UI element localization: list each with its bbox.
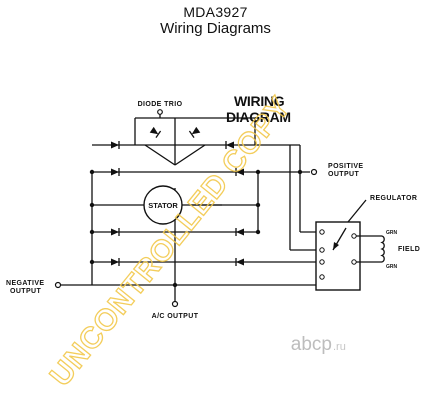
stator-label: STATOR: [148, 201, 178, 210]
uncontrolled-copy-watermark: UNCONTROLLED COPY: [44, 90, 297, 392]
grn-bottom-label: GRN: [386, 264, 398, 270]
wiring-heading-line1: WIRING: [234, 93, 285, 109]
diode-trio-label: DIODE TRIO: [138, 101, 183, 108]
diagram-labels: WIRING DIAGRAM DIODE TRIO POSITIVE OUTPU…: [6, 93, 420, 320]
regulator-label: REGULATOR: [370, 195, 417, 202]
negative-output-line2: OUTPUT: [10, 288, 41, 295]
page-header: MDA3927 Wiring Diagrams: [0, 0, 431, 38]
stator: STATOR: [143, 185, 183, 225]
logo-suffix: .ru: [333, 341, 346, 353]
regulator: [315, 199, 385, 291]
part-number: MDA3927: [183, 4, 248, 20]
ac-output-label: A/C OUTPUT: [152, 313, 199, 320]
abcp-logo: abcp .ru: [291, 334, 346, 355]
wiring-heading-line2: DIAGRAM: [226, 109, 291, 125]
field-label: FIELD: [398, 246, 420, 253]
wiring-lines: [58, 112, 318, 302]
page-title: Wiring Diagrams: [160, 20, 271, 37]
logo-brand: abcp: [291, 334, 332, 355]
terminals: [54, 109, 318, 308]
junctions: [89, 169, 303, 288]
negative-output-line1: NEGATIVE: [6, 280, 44, 287]
grn-top-label: GRN: [386, 230, 398, 236]
positive-output-line1: POSITIVE: [328, 163, 364, 170]
positive-output-line2: OUTPUT: [328, 171, 359, 178]
